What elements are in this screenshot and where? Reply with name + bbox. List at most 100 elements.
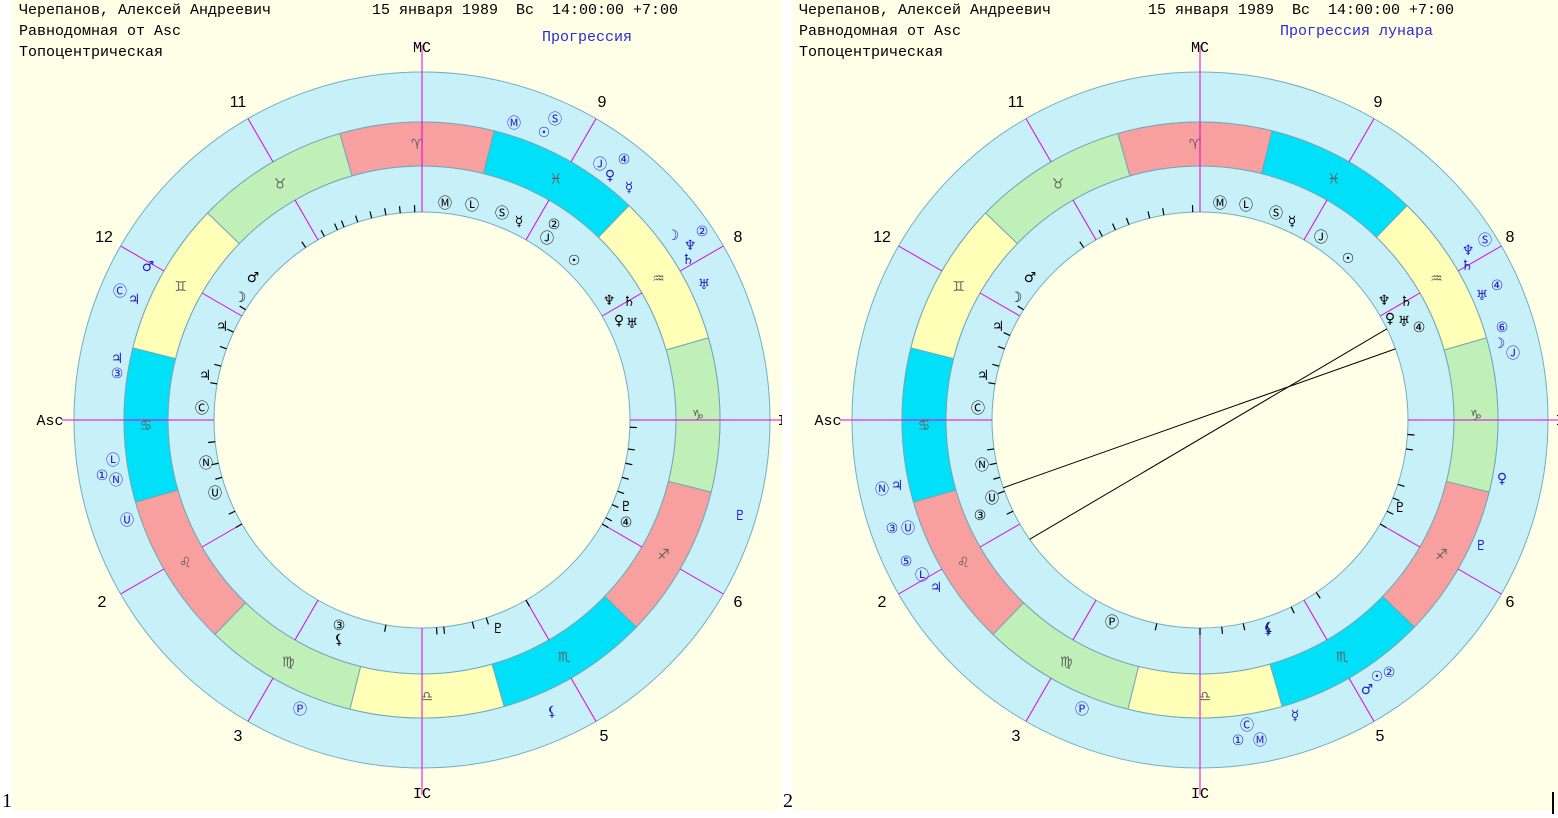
sign-segment <box>214 602 362 710</box>
planet-tick <box>384 208 387 216</box>
zodiac-sign-glyph: ♒ <box>652 271 665 287</box>
progressed-planet: ♅ <box>698 277 711 293</box>
planet-tick <box>485 617 490 625</box>
progressed-planet: ⚸ <box>547 704 557 720</box>
progressed-planet: ☽ <box>667 228 680 244</box>
planet-tick <box>997 345 1005 350</box>
planet-tick <box>627 448 635 451</box>
natal-planet: ♃ <box>216 319 229 335</box>
house-number: 2 <box>98 594 107 611</box>
progressed-planet: Ⓟ <box>293 702 307 718</box>
planet-tick <box>301 241 307 248</box>
house-cusp-inner <box>525 599 550 641</box>
progressed-planet: ☽ <box>1493 336 1506 352</box>
progressed-planet: ♃ <box>891 478 904 494</box>
house-cusp-inner <box>294 599 319 641</box>
house-cusp-inner <box>601 523 643 548</box>
natal-planet: ☽ <box>234 290 247 306</box>
planet-tick <box>989 462 997 466</box>
house-cusp-inner <box>201 292 243 317</box>
astrology-wheel: ♓♒♑♐♏♎♍♌♋♊♉♈MCICAscI1191282635ⓂⓁⓈ☿②Ⓙ☉♆♄♀… <box>36 40 782 803</box>
progressed-planet: Ⓛ <box>915 568 929 584</box>
progressed-planet: ♃ <box>111 351 124 367</box>
progressed-planet: ♆ <box>684 238 697 254</box>
natal-planet: ♂ <box>247 270 260 286</box>
progressed-planet: Ⓙ <box>593 157 607 173</box>
planet-tick <box>605 517 613 522</box>
sign-segment <box>912 489 1025 636</box>
natal-planet: Ⓜ <box>438 196 452 212</box>
mc-label: MC <box>413 40 431 57</box>
progressed-planet: ♃ <box>128 292 141 308</box>
sign-segment <box>992 602 1140 710</box>
progressed-planet: ② <box>1383 665 1396 681</box>
natal-planet: ♀ <box>1385 311 1395 327</box>
planet-tick <box>525 599 531 607</box>
planet-tick <box>471 621 475 629</box>
zodiac-sign-glyph: ♑ <box>1470 408 1483 424</box>
house-cusp-inner <box>201 523 243 548</box>
natal-planet: ☉ <box>1342 251 1355 267</box>
natal-planet: ☿ <box>515 214 524 230</box>
header-name: Черепанов, Алексей Андреевич <box>799 2 1052 19</box>
sign-segment <box>665 337 721 493</box>
planet-tick <box>621 476 629 480</box>
natal-planet: ② <box>548 217 561 233</box>
progressed-planet: Ⓒ <box>1240 718 1254 734</box>
natal-planet: Ⓤ <box>208 486 222 502</box>
sign-segment <box>491 595 638 708</box>
sign-segment <box>910 212 1018 360</box>
natal-planet: Ⓙ <box>1314 230 1328 246</box>
zodiac-sign-glyph: ♍ <box>282 654 295 670</box>
progressed-planet: Ⓙ <box>1506 346 1520 362</box>
natal-planet: ♇ <box>492 621 505 637</box>
natal-planet: ☽ <box>1010 290 1023 306</box>
zodiac-sign-glyph: ♌ <box>179 555 192 571</box>
natal-planet: ☉ <box>568 253 581 269</box>
sign-segment <box>1117 121 1273 177</box>
sign-segment <box>1382 480 1490 628</box>
natal-planet: Ⓛ <box>1239 198 1253 214</box>
natal-planet: ♂ <box>1024 270 1037 286</box>
planet-tick <box>211 462 219 466</box>
cursor-bar <box>1552 792 1554 814</box>
center-disc <box>213 211 631 629</box>
planet-tick <box>1397 483 1405 488</box>
planet-tick <box>1315 592 1321 599</box>
house-cusp-inner <box>525 199 550 241</box>
zodiac-sign-glyph: ♐ <box>657 547 670 563</box>
planet-tick <box>1098 229 1103 237</box>
astrology-wheel: ♓♒♑♐♏♎♍♌♋♊♉♈MCICAscI1191282635ⓂⓁⓈ☿Ⓙ☉♂☽♃♃… <box>814 40 1558 803</box>
planet-tick <box>1379 523 1387 529</box>
panel-index-1: 1 <box>2 790 12 812</box>
house-cusp-inner <box>1303 199 1328 241</box>
planet-tick <box>1147 211 1151 219</box>
planet-tick <box>625 462 633 466</box>
natal-planet: ♃ <box>199 368 212 384</box>
header-topo: Топоцентрическая <box>799 44 944 61</box>
progressed-planet: ♃ <box>930 580 943 596</box>
sign-segment <box>1127 663 1283 719</box>
zodiac-sign-glyph: ♑ <box>692 408 705 424</box>
planet-tick <box>1290 606 1295 614</box>
house-number: 5 <box>600 728 609 745</box>
natal-planet: ♃ <box>977 368 990 384</box>
progressed-planet: ☿ <box>625 180 634 196</box>
planet-tick <box>1125 217 1130 225</box>
natal-planet: ③ <box>333 618 346 634</box>
house-cusp-inner <box>601 292 643 317</box>
house-cusp-inner <box>979 292 1021 317</box>
house-cusp <box>1025 118 1052 163</box>
progressed-planet: ④ <box>1491 278 1504 294</box>
progressed-planet: ♇ <box>1475 538 1488 554</box>
house-cusp <box>570 118 597 163</box>
dsc-label: I <box>777 413 782 430</box>
natal-planet: ③ <box>974 508 987 524</box>
sign-segment <box>984 132 1131 245</box>
progressed-planet: ♂ <box>142 259 155 275</box>
natal-planet: ♀ <box>614 313 624 329</box>
chart-panel-2: Черепанов, Алексей Андреевич 15 января 1… <box>792 0 1558 810</box>
natal-planet: Ⓒ <box>971 401 985 417</box>
planet-tick <box>398 206 401 214</box>
sign-segment <box>339 121 495 177</box>
